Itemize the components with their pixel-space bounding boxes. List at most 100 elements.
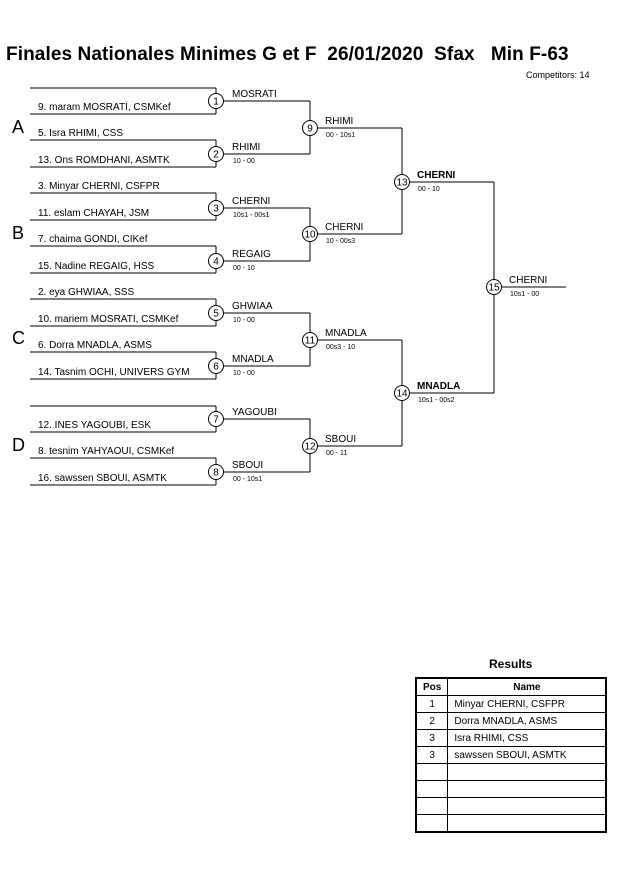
match-number-circle xyxy=(208,358,224,374)
match-number: 11 xyxy=(305,336,316,347)
match-winner: CHERNI xyxy=(509,275,547,286)
entry-name: 13. Ons ROMDHANI, ASMTK xyxy=(38,155,170,166)
match-number-circle xyxy=(208,200,224,216)
match-score: 00 - 10s1 xyxy=(233,476,262,483)
entry-name: 7. chaima GONDI, CIKef xyxy=(38,234,148,245)
result-pos: 3 xyxy=(415,729,449,747)
match-number: 9 xyxy=(307,124,313,135)
results-row xyxy=(415,780,607,798)
match-number-circle xyxy=(302,120,318,136)
match-number: 8 xyxy=(213,468,219,479)
match-winner: GHWIAA xyxy=(232,301,273,312)
entry-name: 5. Isra RHIMI, CSS xyxy=(38,128,123,139)
result-name xyxy=(447,797,607,815)
entry-name: 15. Nadine REGAIG, HSS xyxy=(38,261,154,272)
match-score: 00 - 11 xyxy=(326,450,347,457)
result-name: Dorra MNADLA, ASMS xyxy=(447,712,607,730)
match-score: 10 - 00 xyxy=(233,317,255,324)
entry-name: 12. INES YAGOUBI, ESK xyxy=(38,420,151,431)
match-number: 13 xyxy=(396,178,408,189)
match-number: 12 xyxy=(304,442,316,453)
match-winner: CHERNI xyxy=(232,196,270,207)
match-number-circle xyxy=(208,464,224,480)
entry-name: 10. mariem MOSRATI, CSMKef xyxy=(38,314,179,325)
match-number-circle xyxy=(208,411,224,427)
match-winner: RHIMI xyxy=(325,116,353,127)
match-number-circle xyxy=(302,438,318,454)
match-number: 14 xyxy=(396,389,408,400)
match-score: 10 - 00 xyxy=(233,158,255,165)
match-score: 00 - 10 xyxy=(233,265,255,272)
pool-label: A xyxy=(12,117,24,137)
match-number: 6 xyxy=(213,362,219,373)
match-number-circle xyxy=(208,305,224,321)
match-score: 10s1 - 00s1 xyxy=(233,212,270,219)
match-winner: CHERNI xyxy=(325,222,363,233)
match-score: 10s1 - 00 xyxy=(510,291,539,298)
result-name xyxy=(447,814,607,833)
results-row xyxy=(415,814,607,833)
match-score: 00s3 - 10 xyxy=(326,344,355,351)
entry-name: 2. eya GHWIAA, SSS xyxy=(38,287,134,298)
result-pos xyxy=(415,780,449,798)
match-score: 10 - 00 xyxy=(233,370,255,377)
entry-name: 11. eslam CHAYAH, JSM xyxy=(38,208,149,219)
match-winner: RHIMI xyxy=(232,142,260,153)
entry-name: 6. Dorra MNADLA, ASMS xyxy=(38,340,152,351)
match-number-circle xyxy=(302,226,318,242)
results-row xyxy=(415,763,607,781)
result-name: Isra RHIMI, CSS xyxy=(447,729,607,747)
pool-label: C xyxy=(12,328,25,348)
results-row xyxy=(415,797,607,815)
match-number-circle xyxy=(486,279,502,295)
entry-name: 14. Tasnim OCHI, UNIVERS GYM xyxy=(38,367,190,378)
match-number: 10 xyxy=(304,230,316,241)
match-number: 2 xyxy=(213,150,219,161)
result-name: sawssen SBOUI, ASMTK xyxy=(447,746,607,764)
match-score: 10s1 - 00s2 xyxy=(418,397,455,404)
pos-header: Pos xyxy=(415,677,449,696)
match-number: 7 xyxy=(213,415,219,426)
results-title: Results xyxy=(489,657,533,671)
entry-name: 16. sawssen SBOUI, ASMTK xyxy=(38,473,167,484)
result-name xyxy=(447,763,607,781)
match-number: 15 xyxy=(488,283,500,294)
match-number-circle xyxy=(208,93,224,109)
entry-name: 9. maram MOSRATI, CSMKef xyxy=(38,102,171,113)
bracket-diagram: A B C D 9. maram MOSRATI, CSMKef 5. Isra RHIM… xyxy=(12,87,566,486)
match-number-circle xyxy=(208,253,224,269)
entry-name: 3. Minyar CHERNI, CSFPR xyxy=(38,181,160,192)
result-pos: 1 xyxy=(415,695,449,713)
match-winner: MNADLA xyxy=(417,381,460,392)
match-winner: MNADLA xyxy=(232,354,274,365)
match-number: 4 xyxy=(213,257,219,268)
match-number: 1 xyxy=(213,97,219,108)
pool-label: D xyxy=(12,435,25,455)
result-pos xyxy=(415,797,449,815)
match-winner: SBOUI xyxy=(232,460,263,471)
result-name: Minyar CHERNI, CSFPR xyxy=(447,695,607,713)
match-number-circle xyxy=(208,146,224,162)
match-score: 00 - 10 xyxy=(418,186,440,193)
match-number: 5 xyxy=(213,309,219,320)
match-score: 00 - 10s1 xyxy=(326,132,355,139)
pool-label: B xyxy=(12,223,24,243)
match-number: 3 xyxy=(213,204,219,215)
match-winner: MNADLA xyxy=(325,328,367,339)
page-title: Finales Nationales Minimes G et F 26/01/… xyxy=(6,44,569,65)
entry-name: 8. tesnim YAHYAOUI, CSMKef xyxy=(38,446,174,457)
match-winner: CHERNI xyxy=(417,170,456,181)
match-number-circle xyxy=(302,332,318,348)
match-number-circle xyxy=(394,174,410,190)
match-winner: MOSRATI xyxy=(232,89,277,100)
match-winner: YAGOUBI xyxy=(232,407,277,418)
match-number-circle xyxy=(394,385,410,401)
result-pos xyxy=(415,814,449,833)
result-pos: 3 xyxy=(415,746,449,764)
name-header: Name xyxy=(447,677,607,696)
